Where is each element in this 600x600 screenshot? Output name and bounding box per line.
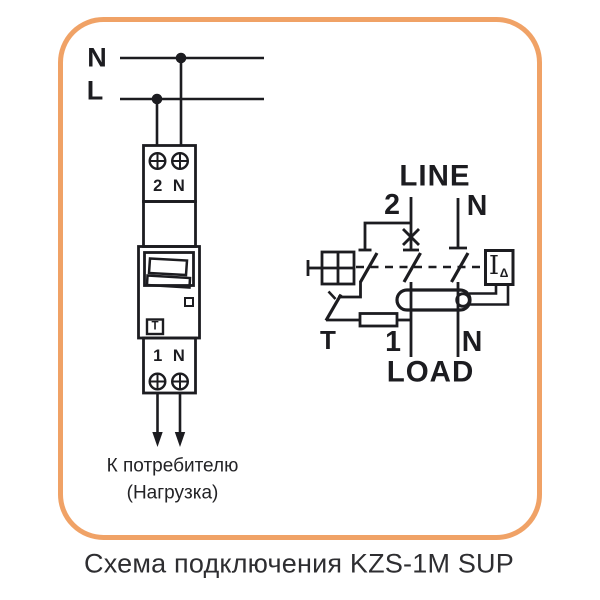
neutral-out-label: N xyxy=(461,325,483,358)
differential-relay-box xyxy=(484,249,515,286)
current-transformer-icon xyxy=(395,288,472,312)
load-note-line1: К потребителю xyxy=(106,455,239,477)
bottom-terminals-label: 1 N xyxy=(153,346,185,365)
frame-border xyxy=(58,17,542,540)
breaker-module-drawing xyxy=(137,144,201,395)
screw-icon xyxy=(170,151,189,170)
sensor-delta-label: Δ xyxy=(499,266,509,280)
supply-neutral-label: N xyxy=(87,42,107,73)
test-button-blade xyxy=(324,293,343,322)
upper-body-box xyxy=(142,200,197,248)
test-lead xyxy=(338,281,362,299)
screw-icon xyxy=(170,372,189,391)
mechanism-branch-lead xyxy=(363,221,411,250)
screw-icon xyxy=(148,372,167,391)
terminal-screws xyxy=(148,151,189,391)
schematic-test-label: T xyxy=(320,325,336,355)
arrow-down-icon xyxy=(152,432,163,447)
junction-dot xyxy=(151,93,163,105)
load-arrows xyxy=(152,393,186,447)
overcurrent-release-icon xyxy=(402,228,420,252)
toggle-flange xyxy=(145,274,192,289)
trip-mechanism-icon xyxy=(306,250,356,286)
sensor-current-label: I xyxy=(488,251,500,281)
test-resistor xyxy=(358,312,399,328)
status-window xyxy=(184,297,194,307)
switch-blade xyxy=(402,252,422,283)
supply-line-label: L xyxy=(86,75,104,106)
toggle-rocker xyxy=(147,257,189,277)
arrow-down-icon xyxy=(174,432,186,447)
internal-schematic xyxy=(306,197,515,357)
test-button-square xyxy=(145,318,165,336)
pole2-in-label: 2 xyxy=(384,188,400,221)
neutral-in-label: N xyxy=(466,189,488,222)
schematic-load-label: LOAD xyxy=(386,355,475,389)
switch-blade xyxy=(359,252,379,283)
junction-dot xyxy=(175,52,187,64)
schematic-line-label: LINE xyxy=(399,158,471,192)
load-note-line2: (Нагрузка) xyxy=(126,482,219,503)
pole1-out-label: 1 xyxy=(385,325,401,358)
top-terminals-label: 2 N xyxy=(153,176,185,195)
winding-lead xyxy=(467,285,510,306)
diagram-caption: Схема подключения KZS-1M SUP xyxy=(84,548,514,579)
bottom-terminal-box xyxy=(142,336,197,395)
test-circuit xyxy=(324,281,411,328)
screw-icon xyxy=(148,151,167,170)
pushbutton-hook xyxy=(327,290,337,300)
test-button-label: T xyxy=(151,320,159,333)
switch-blade xyxy=(450,252,470,283)
winding-lead xyxy=(469,285,498,295)
supply-wires xyxy=(120,56,264,146)
